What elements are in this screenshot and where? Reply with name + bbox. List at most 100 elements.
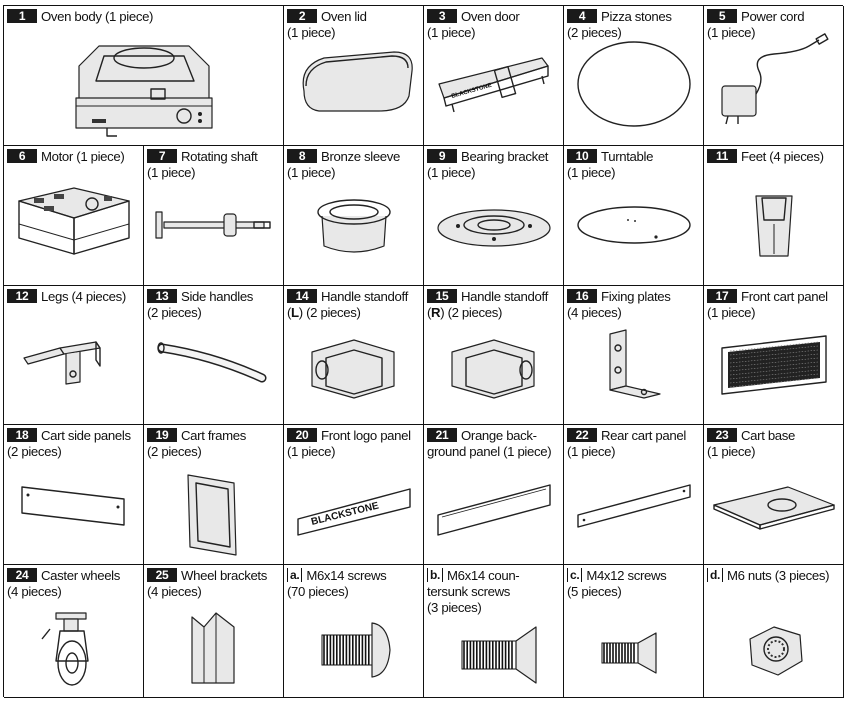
handle-standoff-left-icon xyxy=(311,339,395,399)
part-number-badge: c. xyxy=(567,568,583,582)
part-number-badge: 7 xyxy=(147,149,177,163)
part-number-badge: 15 xyxy=(427,289,457,303)
handle-standoff-right-icon xyxy=(451,339,535,399)
part-number-badge: 19 xyxy=(147,428,177,442)
part-name: Front cart panel(1 piece) xyxy=(707,289,828,320)
part-cell: a.M6x14 screws(70 pieces) xyxy=(284,565,424,698)
part-number-badge: d. xyxy=(707,568,723,582)
part-number-badge: 12 xyxy=(7,289,37,303)
part-number-badge: 13 xyxy=(147,289,177,303)
part-name: Cart frames(2 pieces) xyxy=(147,428,247,459)
part-name: Feet (4 pieces) xyxy=(741,149,824,164)
part-name: Power cord(1 piece) xyxy=(707,9,805,40)
part-name: Cart side panels(2 pieces) xyxy=(7,428,131,459)
part-label: 12 Legs (4 pieces) xyxy=(7,289,141,305)
part-name: Wheel brackets(4 pieces) xyxy=(147,568,267,599)
part-cell: 12 Legs (4 pieces) xyxy=(4,286,144,425)
rotating-shaft-icon xyxy=(155,211,271,239)
part-number-badge: 22 xyxy=(567,428,597,442)
part-label: a.M6x14 screws(70 pieces) xyxy=(287,568,421,600)
part-name: Rotating shaft(1 piece) xyxy=(147,149,258,180)
part-label: b.M6x14 coun-tersunk screws(3 pieces) xyxy=(427,568,561,616)
part-number-badge: 11 xyxy=(707,149,737,163)
part-number-badge: b. xyxy=(427,568,443,582)
turntable-icon xyxy=(577,206,691,244)
orange-background-panel-icon xyxy=(437,484,551,536)
part-number-badge: 18 xyxy=(7,428,37,442)
caster-wheel-icon xyxy=(41,612,89,686)
part-number-badge: 20 xyxy=(287,428,317,442)
front-logo-panel-icon: BLACKSTONE xyxy=(297,488,411,536)
part-name: M6 nuts (3 pieces) xyxy=(726,568,830,583)
part-name: Legs (4 pieces) xyxy=(41,289,126,304)
part-name: M4x12 screws(5 pieces) xyxy=(567,568,667,599)
part-label: c.M4x12 screws(5 pieces) xyxy=(567,568,701,600)
wheel-bracket-icon xyxy=(191,612,235,684)
part-name: Oven lid(1 piece) xyxy=(287,9,367,40)
part-name: Front logo panel(1 piece) xyxy=(287,428,411,459)
part-number-badge: 25 xyxy=(147,568,177,582)
part-number-badge: 9 xyxy=(427,149,457,163)
front-cart-panel-icon xyxy=(721,335,827,395)
m4x12-screw-icon xyxy=(601,632,657,674)
part-label: 11 Feet (4 pieces) xyxy=(707,149,841,165)
part-number-badge: 14 xyxy=(287,289,317,303)
part-name: Caster wheels(4 pieces) xyxy=(7,568,121,599)
motor-icon xyxy=(18,187,130,255)
part-label: d.M6 nuts (3 pieces) xyxy=(707,568,841,584)
part-number-badge: 6 xyxy=(7,149,37,163)
part-name: Turntable(1 piece) xyxy=(567,149,654,180)
part-name: Handle standoff(R) (2 pieces) xyxy=(427,289,548,320)
part-number-badge: 10 xyxy=(567,149,597,163)
pizza-stone-icon xyxy=(577,41,691,127)
part-name: Fixing plates(4 pieces) xyxy=(567,289,671,320)
part-number-badge: 16 xyxy=(567,289,597,303)
part-name: Handle standoff(L) (2 pieces) xyxy=(287,289,408,320)
part-cell: c.M4x12 screws(5 pieces) xyxy=(564,565,704,698)
m6x14-screw-icon xyxy=(321,622,391,678)
part-cell: b.M6x14 coun-tersunk screws(3 pieces) xyxy=(424,565,564,698)
cart-side-panel-icon xyxy=(21,486,125,526)
foot-icon xyxy=(755,195,793,257)
part-number-badge: 4 xyxy=(567,9,597,23)
part-number-badge: 17 xyxy=(707,289,737,303)
side-handle-icon xyxy=(157,342,267,383)
part-name: Side handles(2 pieces) xyxy=(147,289,254,320)
cart-base-icon xyxy=(713,486,835,530)
cart-frame-icon xyxy=(187,474,237,556)
fixing-plate-icon xyxy=(609,329,661,399)
part-name: Bearing bracket(1 piece) xyxy=(427,149,549,180)
power-cord-icon xyxy=(721,33,829,125)
part-number-badge: 24 xyxy=(7,568,37,582)
